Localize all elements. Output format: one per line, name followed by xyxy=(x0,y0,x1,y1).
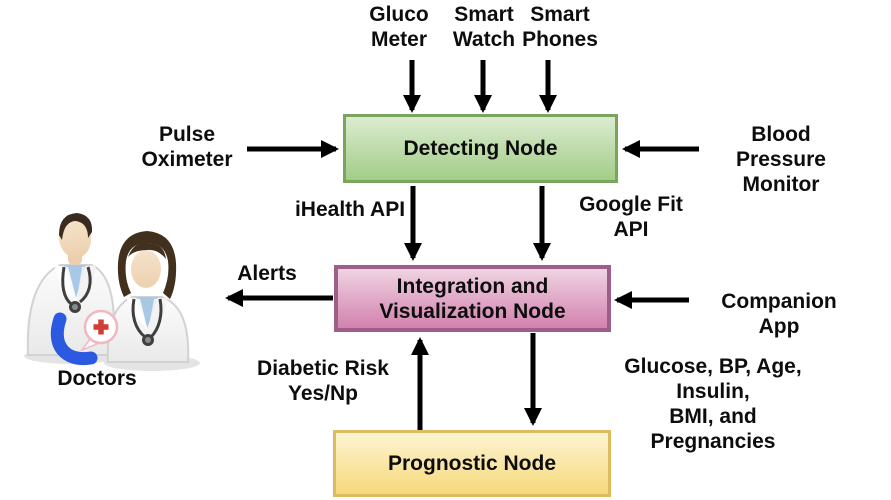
node-integration-label: Integration and Visualization Node xyxy=(379,274,566,323)
phone-icon xyxy=(50,312,98,366)
label-diabetic-risk: Diabetic Risk Yes/Np xyxy=(257,357,389,405)
label-companion-app: Companion App xyxy=(721,290,837,338)
female-doctor xyxy=(106,231,190,363)
node-prognostic-label: Prognostic Node xyxy=(387,452,556,475)
label-prognostic-inputs: Glucose, BP, Age, Insulin, BMI, and Preg… xyxy=(624,355,802,453)
label-smart-phones: Smart Phones xyxy=(522,3,598,51)
node-integration-visualization: Integration and Visualization Node xyxy=(334,265,611,332)
medical-cross-icon xyxy=(79,309,119,352)
node-detecting: Detecting Node xyxy=(343,114,618,183)
label-alerts: Alerts xyxy=(237,262,297,285)
label-doctors: Doctors xyxy=(57,367,137,390)
node-detecting-label: Detecting Node xyxy=(403,137,558,160)
label-google-fit-api: Google Fit API xyxy=(579,193,683,241)
label-smart-watch: Smart Watch xyxy=(452,3,516,51)
label-gluco-meter: Gluco Meter xyxy=(369,3,429,51)
doctors-illustration xyxy=(24,213,200,371)
label-blood-pressure-monitor: Blood Pressure Monitor xyxy=(736,123,826,196)
node-prognostic: Prognostic Node xyxy=(333,430,611,497)
label-pulse-oximeter: Pulse Oximeter xyxy=(141,123,233,171)
label-ihealth-api: iHealth API xyxy=(294,198,406,221)
